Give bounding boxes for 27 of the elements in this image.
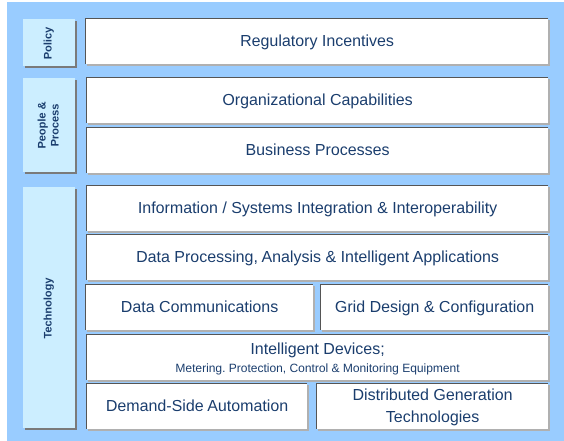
category-label: People & Process [36, 100, 62, 151]
layer-label: Data Processing, Analysis & Intelligent Applications [136, 248, 499, 268]
layer-label: Grid Design & Configuration [334, 298, 534, 318]
layer-box [86, 334, 548, 380]
layer-label: Regulatory Incentives [240, 32, 394, 52]
layer-box [316, 383, 548, 429]
layer-label: Intelligent Devices; [250, 340, 385, 360]
category-label-box [23, 19, 75, 66]
category-label-box [23, 187, 75, 428]
layer-box [86, 234, 548, 280]
layer-box [85, 284, 313, 330]
layer-label: Organizational Capabilities [222, 90, 413, 111]
layer-box [86, 185, 548, 231]
layer-box [86, 383, 307, 429]
layer-label: Business Processes [245, 140, 390, 161]
category-label: Policy [42, 25, 56, 61]
layer-label: Demand-Side Automation [106, 396, 288, 417]
layer-box [86, 127, 548, 173]
layer-label: Information / Systems Integration & Interoperability [138, 198, 498, 219]
layer-label: Data Communications [120, 298, 278, 318]
category-label-box [23, 78, 75, 172]
layer-box [86, 77, 548, 123]
layer-label: Distributed Generation Technologies [351, 386, 514, 428]
layer-sublabel: Metering. Protection, Control & Monitoring Equipment [175, 360, 460, 376]
category-label: Technology [42, 276, 56, 340]
layer-box [85, 18, 548, 64]
layer-box [320, 284, 548, 330]
